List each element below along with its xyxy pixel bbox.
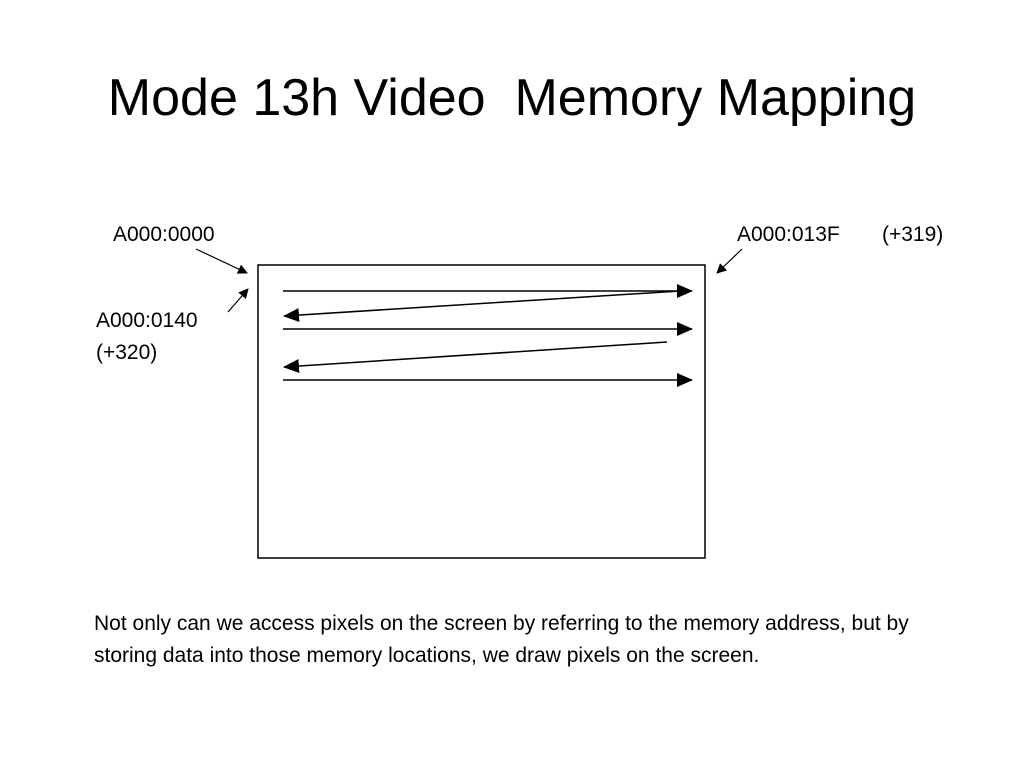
start-address-pointer (195, 248, 248, 274)
slide-title: Mode 13h Video Memory Mapping (107, 69, 917, 127)
end-address-pointer (716, 248, 743, 274)
scan-return-arrow (283, 341, 668, 374)
end-address-label: A000:013F (737, 223, 840, 246)
next-row-offset-label: (+320) (96, 341, 158, 364)
body-text: Not only can we access pixels on the scr… (94, 612, 909, 667)
next-row-address-label: A000:0140 (96, 309, 198, 332)
screen-frame (257, 264, 706, 559)
end-offset-label: (+319) (882, 223, 944, 246)
scan-return-arrow (283, 290, 681, 323)
start-address-label: A000:0000 (113, 223, 215, 246)
next-row-pointer (227, 288, 249, 313)
